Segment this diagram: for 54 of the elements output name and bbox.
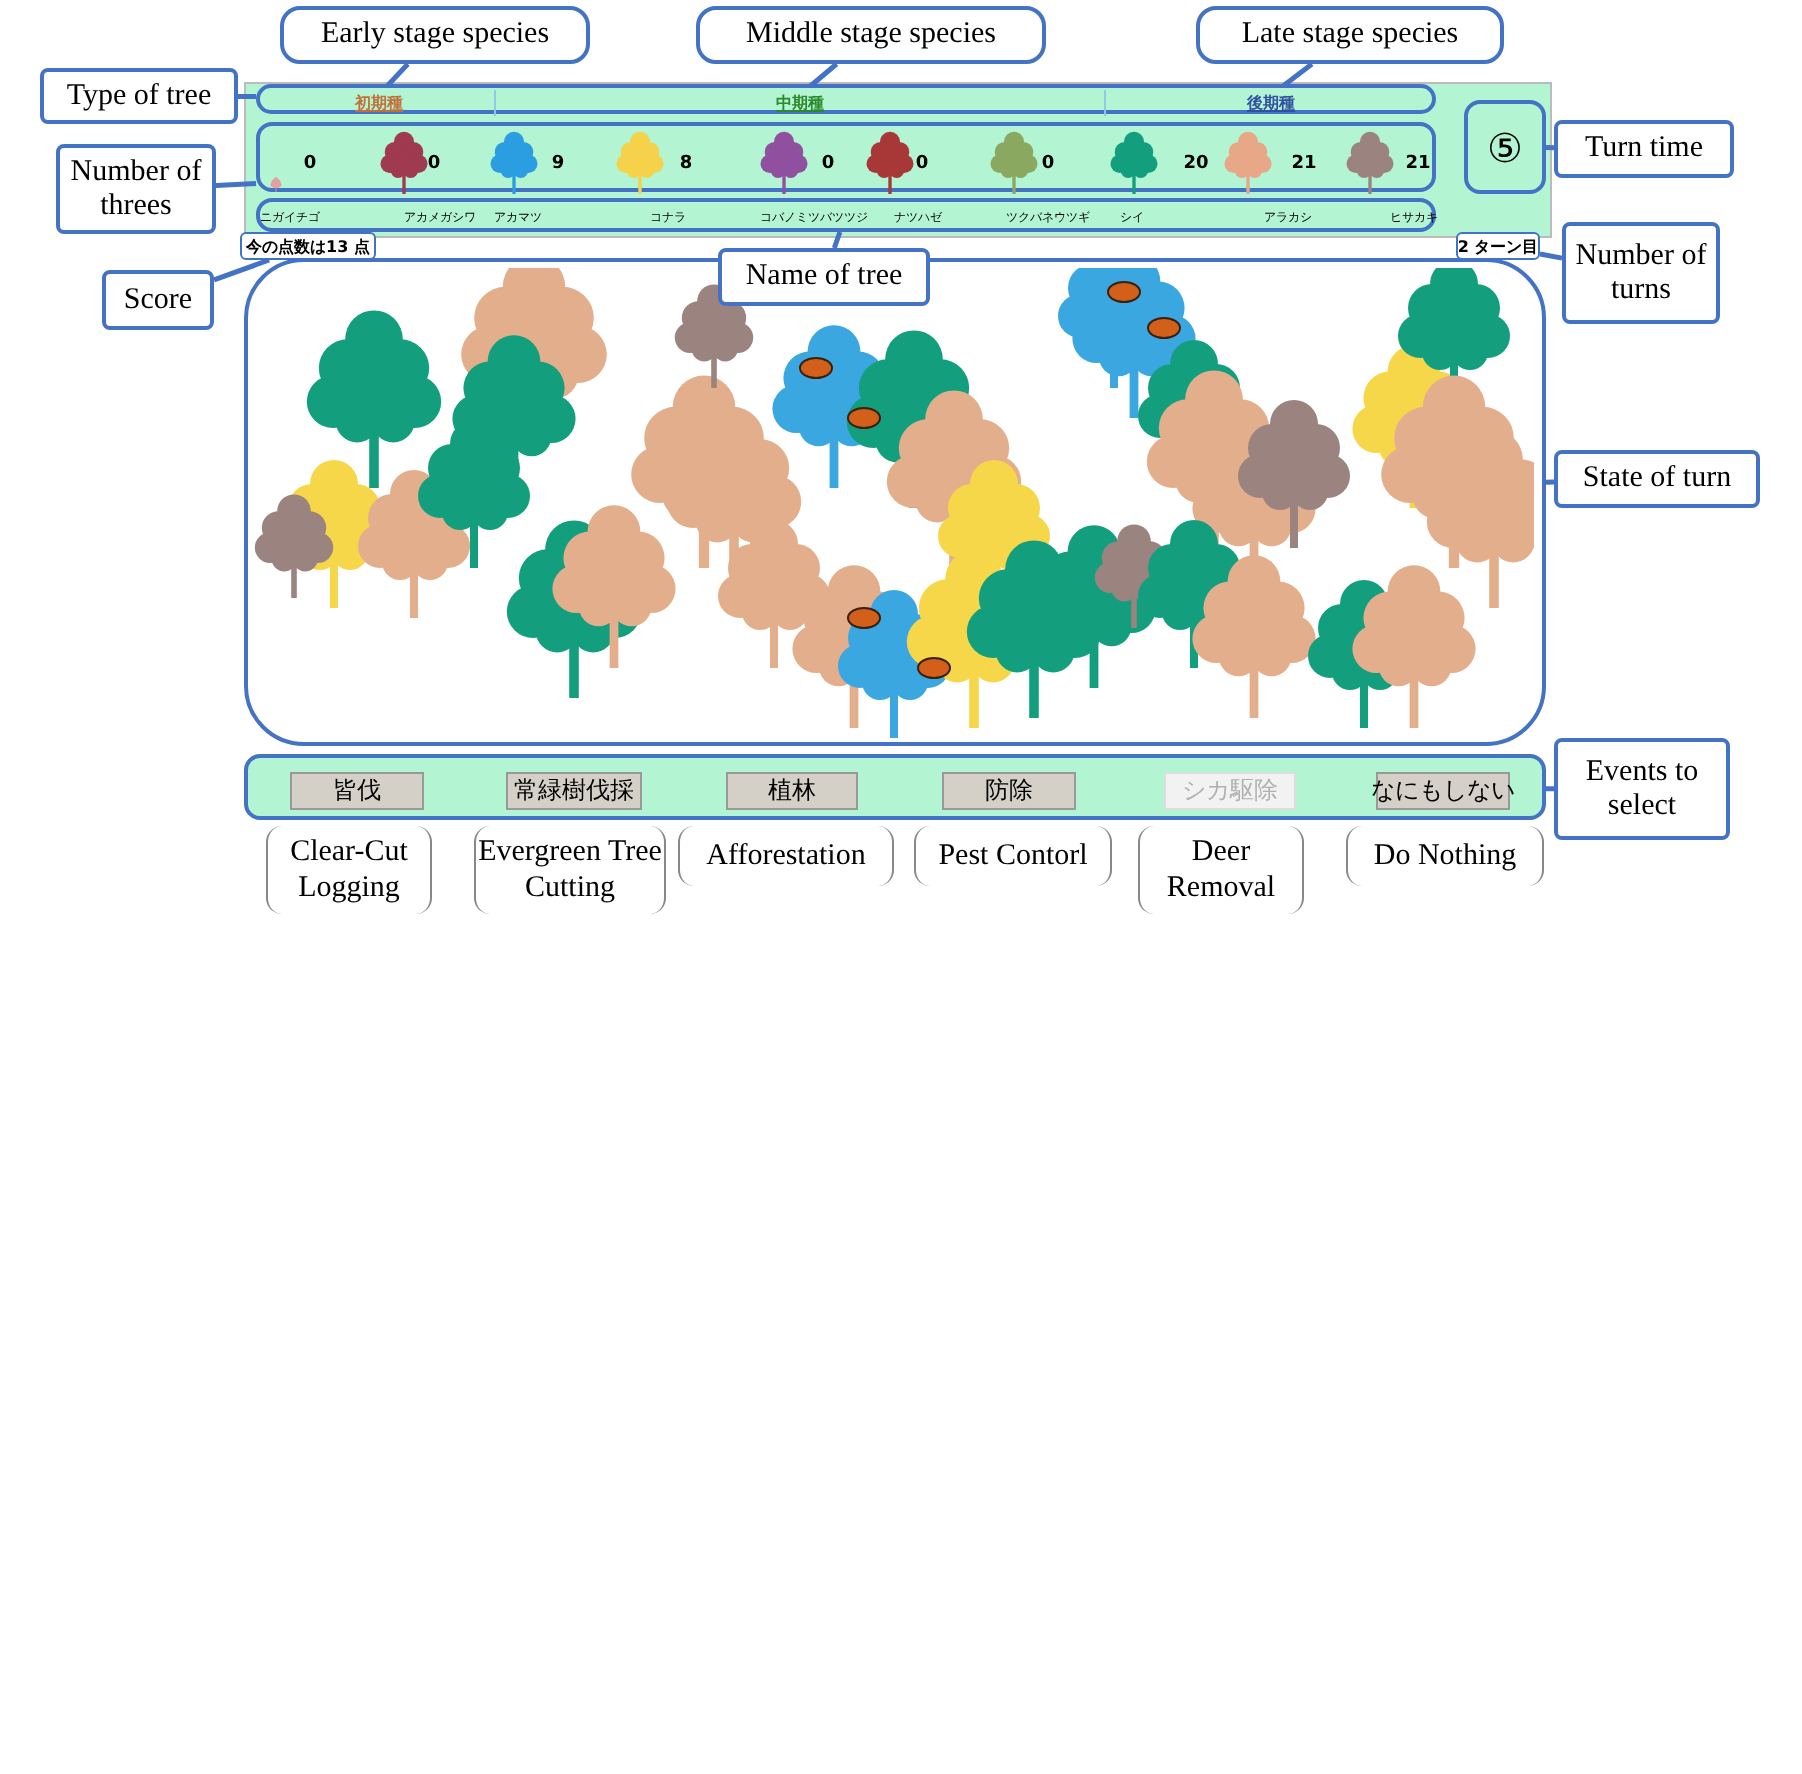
leader-line: [215, 181, 257, 188]
leader-line: [808, 62, 839, 88]
callout-box: Number of threes: [56, 144, 216, 234]
type-row: [256, 84, 1436, 114]
event-caption: Deer Removal: [1138, 826, 1304, 914]
tree-type-cell: 中期種: [494, 90, 1104, 116]
leader-line: [1281, 62, 1314, 88]
tree-type-cell: 初期種: [264, 90, 494, 116]
event-caption: Evergreen Tree Cutting: [474, 826, 666, 914]
event-button: なにもしない: [1376, 772, 1510, 810]
event-button: 防除: [942, 772, 1076, 810]
tree-count: 0: [303, 154, 317, 174]
callout-box: Late stage species: [1196, 6, 1504, 64]
callout-box: State of turn: [1554, 450, 1760, 508]
score-box: 今の点数は13 点: [240, 232, 376, 260]
tree-count: 20: [1183, 154, 1209, 174]
tree-name-row: [256, 198, 1436, 232]
callout-box: Middle stage species: [696, 6, 1046, 64]
event-caption: Afforestation: [678, 826, 894, 886]
leader-line: [1546, 786, 1554, 792]
event-button: 植林: [726, 772, 858, 810]
event-button: シカ駆除: [1164, 772, 1296, 810]
callout-box: Turn time: [1554, 120, 1734, 178]
tree-count: 0: [427, 154, 441, 174]
turn-count-box: 2 ターン目: [1456, 232, 1540, 260]
turn-timer-box: ⑤: [1464, 100, 1546, 194]
event-caption: Do Nothing: [1346, 826, 1544, 886]
event-caption: Pest Contorl: [914, 826, 1112, 886]
leader-line: [831, 231, 843, 249]
tree-count-row: [256, 122, 1436, 192]
callout-box: Events to select: [1554, 738, 1730, 840]
callout-box: Type of tree: [40, 68, 238, 124]
tree-count: 9: [551, 154, 565, 174]
event-button: 常緑樹伐採: [506, 772, 642, 810]
leader-line: [213, 257, 270, 283]
tree-count: 21: [1291, 154, 1317, 174]
tree-count: 0: [1041, 154, 1055, 174]
tree-count: 0: [821, 154, 835, 174]
callout-box: Number of turns: [1562, 222, 1720, 324]
callout-box: Early stage species: [280, 6, 590, 64]
leader-line: [238, 93, 256, 99]
event-caption: Clear-Cut Logging: [266, 826, 432, 914]
tree-count: 0: [915, 154, 929, 174]
tree-type-cell: 後期種: [1104, 90, 1436, 116]
event-button: 皆伐: [290, 772, 424, 810]
callout-box: Score: [102, 270, 214, 330]
leader-line: [1545, 145, 1555, 151]
leader-line: [1545, 479, 1555, 485]
callout-box: Name of tree: [718, 248, 930, 306]
leader-line: [1539, 251, 1563, 261]
tree-count: 21: [1405, 154, 1431, 174]
event-bar: [244, 754, 1546, 820]
tree-count: 8: [679, 154, 693, 174]
leader-line: [385, 62, 410, 88]
